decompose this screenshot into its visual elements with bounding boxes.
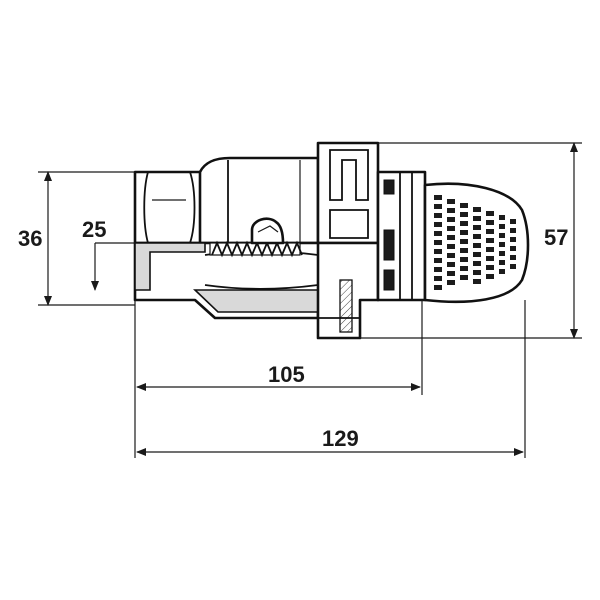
strainer-slot [460,257,468,262]
strainer-slot [434,222,442,227]
strainer-slot [486,265,494,270]
strainer-slot [447,280,455,285]
strainer-slot [510,228,516,233]
strainer-slot [460,203,468,208]
strainer-slot [434,240,442,245]
strainer-slot [447,262,455,267]
strainer-slot [460,266,468,271]
union-nut [316,141,380,245]
strainer-basket [423,182,530,304]
strainer-slot [434,249,442,254]
strainer-slot [486,238,494,243]
strainer-slot [510,246,516,251]
strainer-slot [460,275,468,280]
strainer-slot [473,234,481,239]
strainer-slot [473,270,481,275]
strainer-slot [473,261,481,266]
dimension-length-body: 105 [134,300,423,458]
strainer-slot [473,252,481,257]
strainer-slot [434,195,442,200]
strainer-slot [510,255,516,260]
strainer-slot [473,207,481,212]
strainer-slot [486,211,494,216]
dimension-length-total: 129 [136,300,526,458]
dim-label-105: 105 [268,362,305,387]
dim-label-57: 57 [544,225,568,250]
strainer-slot [499,233,505,238]
strainer-slot [499,251,505,256]
dimension-height-overall: 36 [18,171,135,306]
strainer-slot [499,224,505,229]
strainer-slot [447,208,455,213]
strainer-slot [434,258,442,263]
strainer-slot [486,247,494,252]
strainer-slot [499,215,505,220]
valve-body [133,141,530,340]
strainer-slot [447,226,455,231]
strainer-slot [434,204,442,209]
dim-label-25: 25 [82,217,106,242]
strainer-slot [447,271,455,276]
section-wall-bottom [193,289,319,313]
spring [209,240,303,258]
strainer-slot [510,219,516,224]
top-cap [250,217,285,245]
strainer-slot [447,199,455,204]
strainer-slot [499,260,505,265]
dim-label-36: 36 [18,226,42,251]
strainer-slot [460,212,468,217]
strainer-slot [447,253,455,258]
strainer-slot [473,225,481,230]
strainer-slot [499,269,505,274]
strainer-slot [434,276,442,281]
strainer-slot [486,220,494,225]
strainer-slot [447,244,455,249]
strainer-slot [460,230,468,235]
dimension-bore: 25 [82,217,135,291]
strainer-slot [486,229,494,234]
strainer-slot [486,256,494,261]
strainer-slot [473,279,481,284]
strainer-slot [434,267,442,272]
strainer-slot [447,235,455,240]
strainer-slot [486,274,494,279]
strainer-slot [499,242,505,247]
dimension-height-strainer: 57 [360,142,582,339]
section-wall-left [134,242,206,291]
strainer-slot [434,231,442,236]
strainer-slot [434,285,442,290]
dim-label-129: 129 [322,426,359,451]
strainer-slot [460,239,468,244]
strainer-slot [510,264,516,269]
strainer-slot [434,213,442,218]
strainer-slot [460,221,468,226]
strainer-slot [447,217,455,222]
strainer-slot [510,237,516,242]
strainer-slot [473,243,481,248]
strainer-slot [460,248,468,253]
strainer-slot [473,216,481,221]
